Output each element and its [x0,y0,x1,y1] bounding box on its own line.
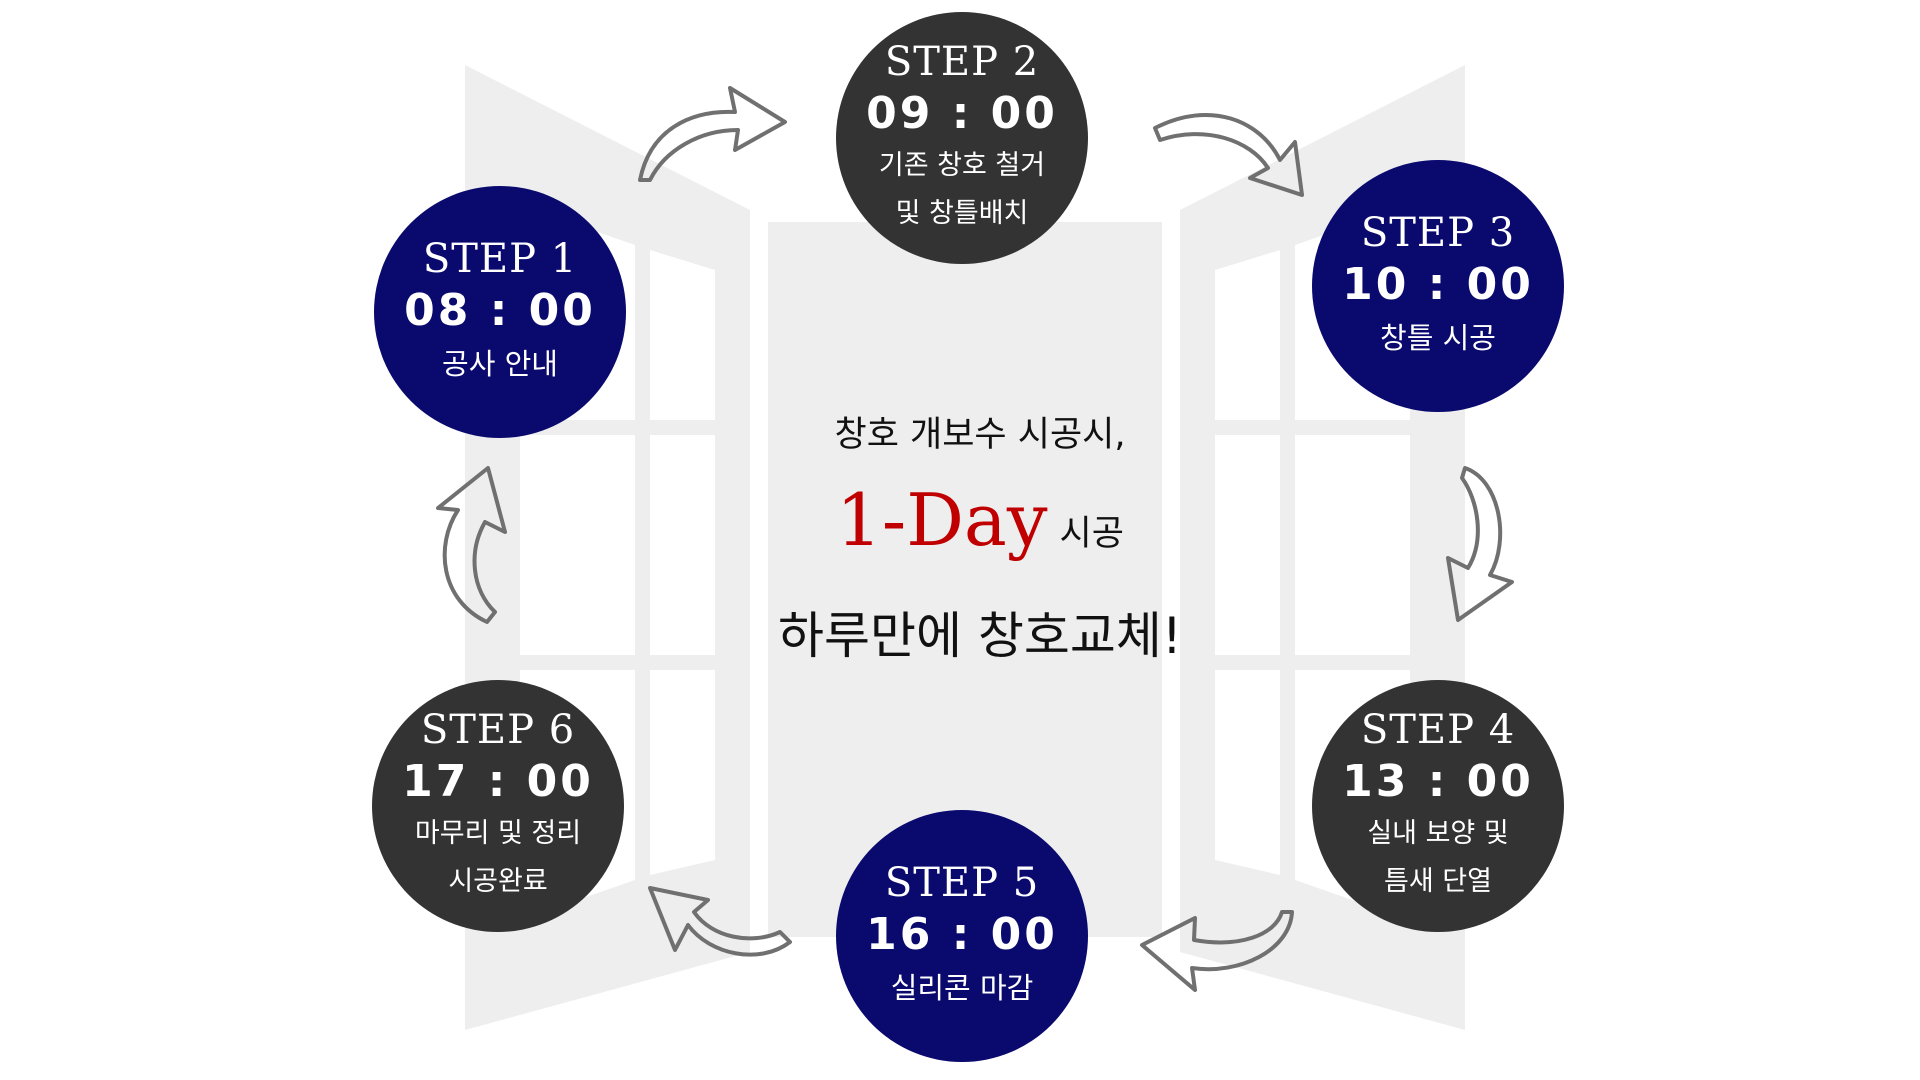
step-6-desc: 마무리 및 정리 시공완료 [414,818,582,897]
step-6-circle: STEP 6 17 : 00 마무리 및 정리 시공완료 [372,680,624,932]
step-4-circle: STEP 4 13 : 00 실내 보양 및 틈새 단열 [1312,680,1564,932]
step-3-circle: STEP 3 10 : 00 창틀 시공 [1312,160,1564,412]
step-4-time: 13 : 00 [1342,756,1534,807]
step-1-time: 08 : 00 [404,285,596,336]
step-3-desc: 창틀 시공 [1380,321,1496,355]
center-headline: 창호 개보수 시공시, 1-Day 시공 하루만에 창호교체! [700,400,1260,681]
step-2-circle: STEP 2 09 : 00 기존 창호 철거 및 창틀배치 [836,12,1088,264]
step-2-label: STEP 2 [884,39,1040,85]
step-6-label: STEP 6 [420,707,576,753]
arrow-step6-to-step1 [436,466,507,624]
step-3-time: 10 : 00 [1342,259,1534,310]
one-day-highlight: 1-Day [836,478,1048,562]
headline-line-3: 하루만에 창호교체! [778,607,1182,665]
step-6-time: 17 : 00 [402,756,594,807]
arrow-step4-to-step5 [1140,910,1294,992]
step-5-circle: STEP 5 16 : 00 실리콘 마감 [836,810,1088,1062]
step-1-circle: STEP 1 08 : 00 공사 안내 [374,186,626,438]
arrow-step1-to-step2 [638,86,787,182]
step-1-label: STEP 1 [422,236,578,282]
step-4-desc: 실내 보양 및 틈새 단열 [1367,818,1509,897]
step-5-label: STEP 5 [884,860,1040,906]
step-5-time: 16 : 00 [866,909,1058,960]
one-day-suffix: 시공 [1059,514,1124,554]
step-5-desc: 실리콘 마감 [890,971,1034,1005]
headline-line-1: 창호 개보수 시공시, [834,415,1126,455]
step-3-label: STEP 3 [1360,210,1516,256]
step-1-desc: 공사 안내 [442,347,558,381]
arrow-step2-to-step3 [1153,112,1304,197]
step-2-time: 09 : 00 [866,88,1058,139]
arrow-step3-to-step4 [1446,466,1514,622]
headline-line-2: 1-Day 시공 [700,470,1260,591]
arrow-step5-to-step6 [648,886,792,957]
step-2-desc: 기존 창호 철거 및 창틀배치 [878,150,1046,229]
step-4-label: STEP 4 [1360,707,1516,753]
